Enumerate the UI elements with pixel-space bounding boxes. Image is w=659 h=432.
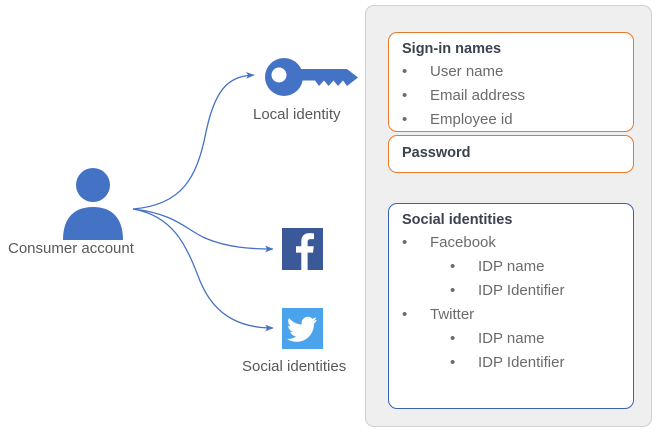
edge-to-local-identity [132, 71, 255, 210]
bullet-icon: • [402, 111, 408, 128]
list-item: • IDP name [389, 327, 633, 351]
key-icon [265, 58, 358, 96]
list-item-label: Facebook [430, 234, 496, 251]
list-item: • IDP name [389, 255, 633, 279]
bullet-icon: • [450, 354, 456, 371]
list-item: • Facebook [389, 231, 633, 255]
bullet-icon: • [402, 306, 408, 323]
edge-to-facebook [132, 208, 274, 253]
list-item-label: IDP Identifier [478, 282, 565, 299]
social-identities-label: Social identities [242, 358, 347, 375]
bullet-icon: • [450, 282, 456, 299]
edge-to-twitter [132, 208, 274, 332]
list-item-label: Twitter [430, 306, 475, 323]
social-identities-list: • Facebook • IDP name • IDP Identifier • Twitte… [389, 231, 633, 375]
twitter-icon [282, 308, 323, 349]
list-item: • IDP Identifier [389, 279, 633, 303]
sign-in-names-title: Sign-in names [402, 41, 502, 57]
list-item-label: IDP name [478, 258, 545, 275]
list-item: • Email address [389, 84, 633, 108]
bullet-icon: • [450, 330, 456, 347]
consumer-account-label: Consumer account [8, 240, 134, 257]
list-item: • User name [389, 60, 633, 84]
list-item-label: IDP name [478, 330, 545, 347]
sign-in-names-card: Sign-in names • User name • Email address • E… [388, 32, 634, 132]
local-identity-label: Local identity [253, 106, 341, 123]
facebook-icon [282, 228, 323, 270]
list-item-label: User name [430, 63, 504, 80]
sign-in-names-list: • User name • Email address • Employee id [389, 60, 633, 132]
social-identities-title: Social identities [402, 212, 513, 228]
list-item-label: Employee id [430, 111, 513, 128]
bullet-icon: • [450, 258, 456, 275]
list-item: • IDP Identifier [389, 351, 633, 375]
person-icon [63, 168, 123, 240]
bullet-icon: • [402, 63, 408, 80]
bullet-icon: • [402, 87, 408, 104]
list-item-label: Email address [430, 87, 526, 104]
password-card: Password [388, 135, 634, 173]
list-item: • Twitter [389, 303, 633, 327]
social-identities-card: Social identities • Facebook • IDP name • IDP… [388, 203, 634, 409]
bullet-icon: • [402, 234, 408, 251]
attributes-panel: Sign-in names • User name • Email address • E… [365, 5, 652, 427]
password-title: Password [402, 145, 471, 161]
list-item-label: IDP Identifier [478, 354, 565, 371]
list-item: • Employee id [389, 108, 633, 132]
